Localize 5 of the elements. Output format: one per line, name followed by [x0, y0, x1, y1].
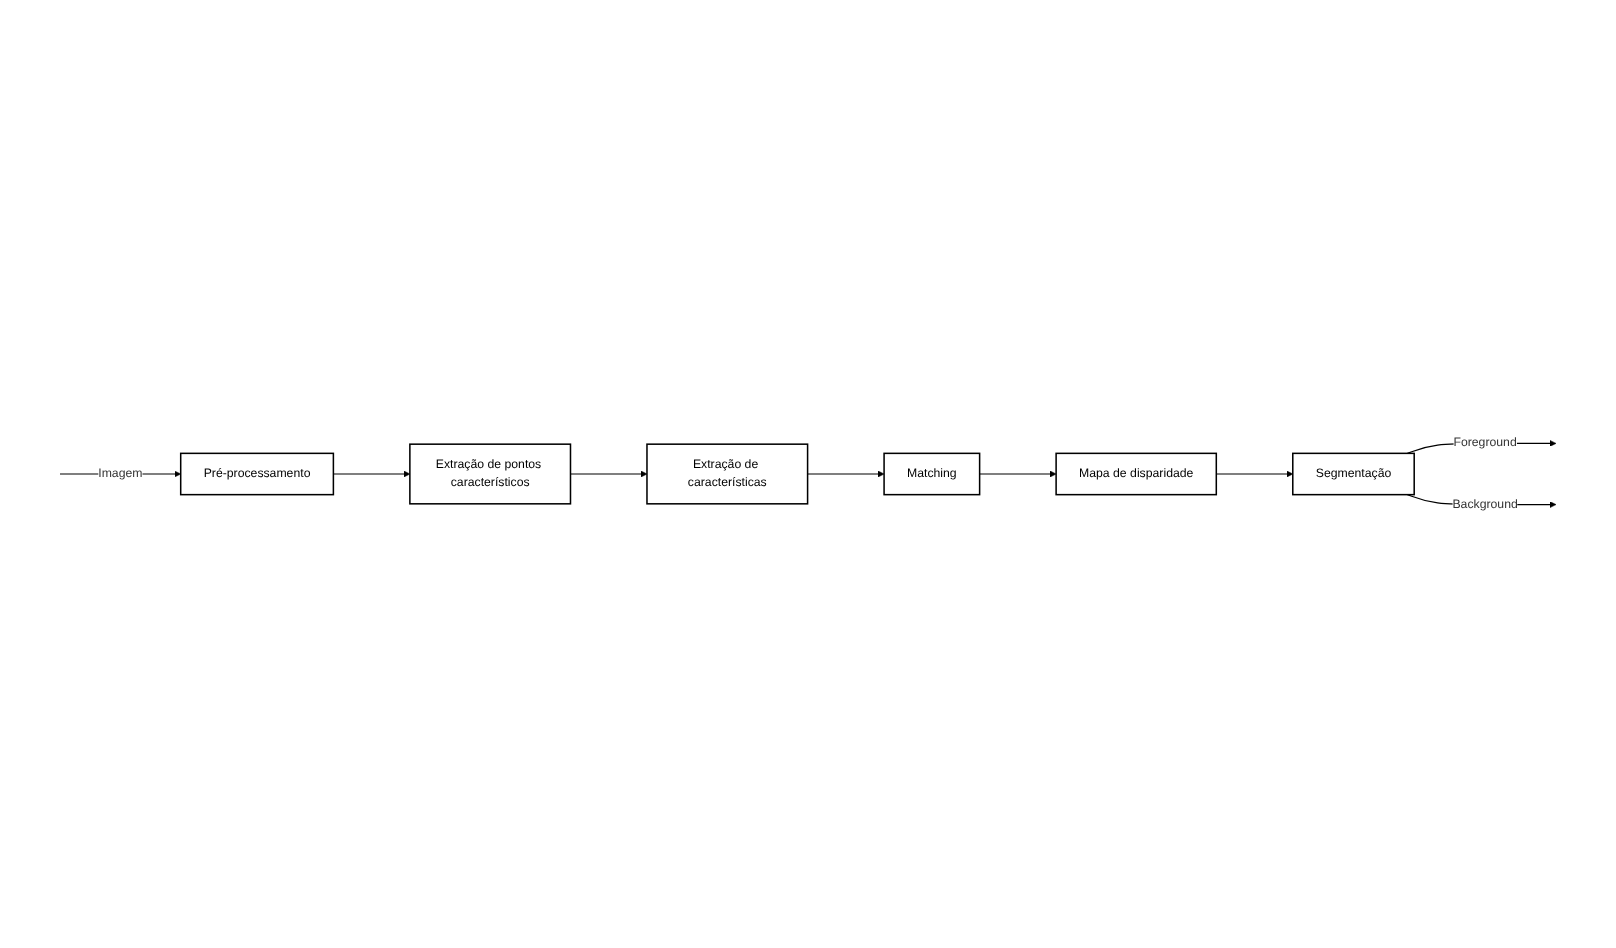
arrow [569, 470, 648, 478]
arrow [807, 470, 885, 478]
arrow [979, 470, 1057, 478]
arrow [332, 470, 411, 478]
arrow [1215, 470, 1294, 478]
